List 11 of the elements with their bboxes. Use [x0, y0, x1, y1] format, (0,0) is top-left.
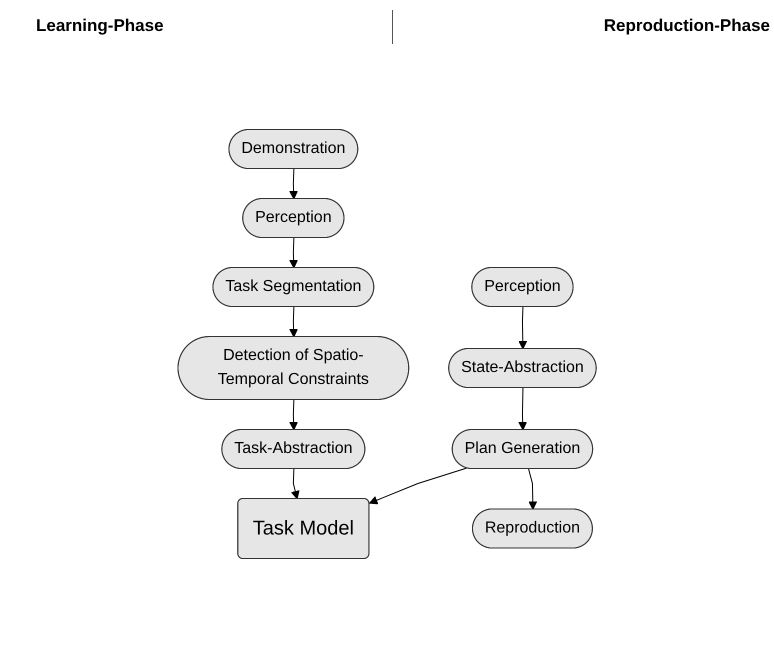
arrow [289, 238, 298, 268]
arrow [289, 306, 298, 338]
arrow [368, 468, 467, 504]
arrow [289, 400, 298, 430]
arrow [518, 388, 527, 430]
arrow [528, 468, 538, 510]
arrow [289, 168, 298, 200]
phase-heading: Learning-Phase [36, 16, 164, 36]
phase-heading: Reproduction-Phase [604, 16, 770, 36]
arrow [518, 306, 528, 350]
arrow [290, 468, 300, 500]
